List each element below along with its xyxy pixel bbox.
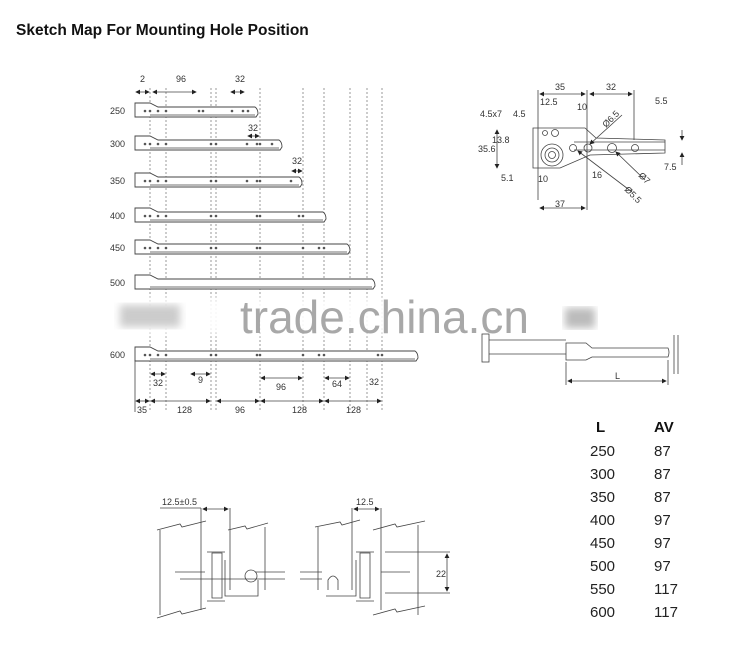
detail-dim-label: 5.5 xyxy=(655,96,668,106)
dim-bottom-32: 32 xyxy=(369,377,379,387)
right-gap-dim: 12.5 xyxy=(356,497,374,507)
dim-bottom-96: 96 xyxy=(235,405,245,415)
detail-dim-label: 4.5x7 xyxy=(480,109,502,119)
table-cell-l: 450 xyxy=(590,535,615,552)
table-cell-l: 500 xyxy=(590,558,615,575)
detail-dim-label: 13.8 xyxy=(492,135,510,145)
rail-length-label: 500 xyxy=(110,278,125,288)
dim-350-32: 32 xyxy=(292,156,302,166)
rail-350: 350 xyxy=(110,172,303,188)
detail-dim-label: 37 xyxy=(555,199,565,209)
table-row: 400 97 xyxy=(590,512,671,529)
table-cell-l: 350 xyxy=(590,489,615,506)
dim-bottom-96: 96 xyxy=(276,382,286,392)
watermark-text: trade.china.cn xyxy=(240,291,529,343)
rail-250: 250 xyxy=(110,102,259,118)
detail-dim-label: 7.5 xyxy=(664,162,677,172)
dim-bottom-35: 35 xyxy=(137,405,147,415)
table-cell-l: 550 xyxy=(590,581,615,598)
detail-dim-label: 32 xyxy=(606,82,616,92)
detail-dim-label: 5.1 xyxy=(501,173,514,183)
detail-dim-label: 16 xyxy=(592,170,602,180)
side-view: L xyxy=(481,333,679,385)
table-row: 300 87 xyxy=(590,466,671,483)
side-view-length-label: L xyxy=(615,371,620,381)
rail-length-label: 350 xyxy=(110,176,125,186)
cross-section-right: 12.5 22 xyxy=(300,497,450,616)
cross-section-left: 12.5±0.5 xyxy=(156,497,285,619)
rail-450: 450 xyxy=(110,239,351,255)
rail-400: 400 xyxy=(110,207,327,223)
table-cell-av: 97 xyxy=(654,512,671,529)
rail-length-label: 600 xyxy=(110,350,125,360)
table-cell-av: 87 xyxy=(654,466,671,483)
page-title: Sketch Map For Mounting Hole Position xyxy=(16,22,309,39)
detail-dim-label: 10 xyxy=(538,174,548,184)
table-cell-l: 400 xyxy=(590,512,615,529)
dim-bottom-9: 9 xyxy=(198,375,203,385)
table-cell-av: 87 xyxy=(654,443,671,460)
detail-dim-label: 10 xyxy=(577,102,587,112)
table-cell-av: 97 xyxy=(654,535,671,552)
height-dim: 22 xyxy=(436,569,446,579)
table-row: 500 97 xyxy=(590,558,671,575)
dim-top-32: 32 xyxy=(235,74,245,84)
rail-length-label: 400 xyxy=(110,211,125,221)
rail-500: 500 xyxy=(110,274,376,290)
table-row: 550 117 xyxy=(590,581,678,598)
detail-dim-label: 12.5 xyxy=(540,97,558,107)
dim-bottom-64: 64 xyxy=(332,379,342,389)
table-row: 250 87 xyxy=(590,443,671,460)
table-cell-av: 87 xyxy=(654,489,671,506)
dim-bottom-128: 128 xyxy=(292,405,307,415)
table-row: 350 87 xyxy=(590,489,671,506)
rail-600: 600 xyxy=(110,346,419,362)
rail-length-label: 450 xyxy=(110,243,125,253)
detail-dim-label: 4.5 xyxy=(513,109,526,119)
rail-length-label: 300 xyxy=(110,139,125,149)
rail-elevations: 250 300 350 400 450 500 600 xyxy=(110,88,419,412)
table-cell-l: 250 xyxy=(590,443,615,460)
detail-dim-label: 35 xyxy=(555,82,565,92)
dim-top-2: 2 xyxy=(140,74,145,84)
dim-bottom-32: 32 xyxy=(153,378,163,388)
table-cell-av: 97 xyxy=(654,558,671,575)
table-row: 600 117 xyxy=(590,604,678,621)
rail-length-label: 250 xyxy=(110,106,125,116)
dim-300-32: 32 xyxy=(248,123,258,133)
table-row: 450 97 xyxy=(590,535,671,552)
table-cell-av: 117 xyxy=(654,581,678,598)
detail-dim-label: Ø7 xyxy=(637,170,653,186)
detail-dim-label: 35.6 xyxy=(478,144,496,154)
watermark: trade.china.cn xyxy=(110,291,750,343)
length-av-table: L AV 250 87 300 87 350 87 400 97 450 97 500 97 550 11… xyxy=(590,419,678,621)
left-gap-dim: 12.5±0.5 xyxy=(162,497,197,507)
rail-dimensions: 2 96 32 32 32 32 9 96 64 32 35 128 96 128 128 xyxy=(134,74,382,415)
table-header-av: AV xyxy=(654,419,674,436)
rail-300: 300 xyxy=(110,135,283,151)
table-cell-l: 600 xyxy=(590,604,615,621)
detail-dim-label: Ø5.5 xyxy=(623,184,644,205)
table-cell-l: 300 xyxy=(590,466,615,483)
dim-top-96: 96 xyxy=(176,74,186,84)
table-cell-av: 117 xyxy=(654,604,678,621)
dim-bottom-128: 128 xyxy=(177,405,192,415)
dim-bottom-128: 128 xyxy=(346,405,361,415)
table-header-l: L xyxy=(596,419,605,436)
